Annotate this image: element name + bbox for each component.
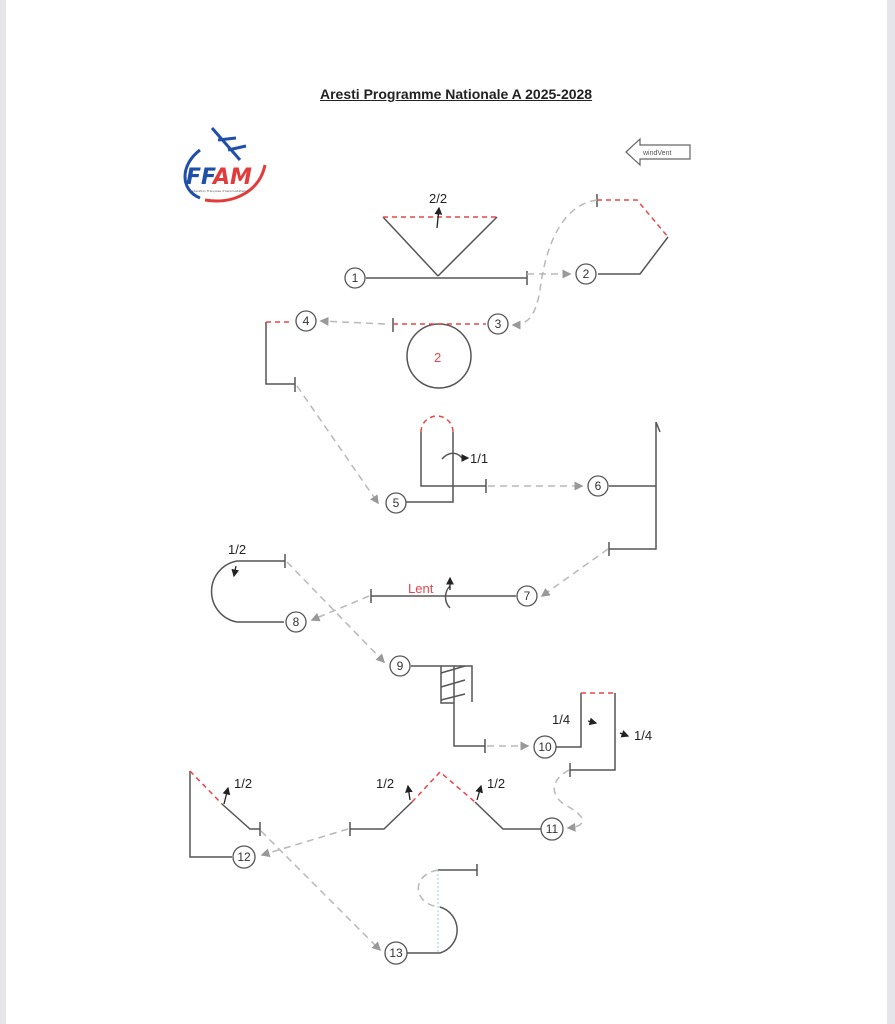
figure-11-number: 11 [546,822,559,836]
wind-indicator: windVent [625,137,691,167]
figure-1-marker [344,267,366,289]
figure-12-roll-label: 1/2 [234,776,252,791]
figure-9-number: 9 [397,659,404,673]
figure-9-marker [389,655,411,677]
figure-11-marker [540,817,564,841]
figure-7-marker [516,585,538,607]
figure-4-number: 4 [303,314,310,328]
figure-3-loop-count: 2 [434,350,441,365]
figure-10-roll-label-b: 1/4 [634,728,652,743]
figure-1-number: 1 [352,271,359,285]
glider-icon [210,127,247,161]
figure-4-marker [295,310,317,332]
figure-12-marker [232,845,256,869]
logo-subtitle: Fédération Française d'Aéromodélisme [190,189,248,193]
figure-10-number: 10 [538,740,552,754]
figure-8-marker [285,611,307,633]
figure-5-number: 5 [393,496,400,510]
figure-2-marker [575,263,597,285]
figure-12-number: 12 [237,850,251,864]
figure-5-marker [385,492,407,514]
figure-8-roll-label: 1/2 [228,542,246,557]
figure-7-number: 7 [524,589,531,603]
ffam-logo: FF AM Fédération Française d'Aéromodélis… [183,127,267,203]
page-title: Aresti Programme Nationale A 2025-2028 [320,86,593,102]
figure-13-marker [384,941,408,965]
figure-5-roll-label: 1/1 [470,451,488,466]
figure-1-roll-label: 2/2 [429,191,447,206]
figure-11-roll-label-a: 1/2 [376,776,394,791]
figure-2-number: 2 [583,267,590,281]
figure-10-roll-label-a: 1/4 [552,712,570,727]
figure-8-number: 8 [293,615,300,629]
figure-6-marker [587,475,609,497]
svg-text:windVent: windVent [642,150,671,157]
figure-11-roll-label-b: 1/2 [487,776,505,791]
logo-ff: FF [186,165,216,190]
page-edge-left [0,0,6,1024]
page-edge-right [887,0,895,1024]
logo-am: AM [211,165,252,190]
figure-3-marker [487,313,509,335]
figure-3-number: 3 [495,317,502,331]
figure-6-number: 6 [595,479,602,493]
figure-13-number: 13 [389,946,403,960]
figure-10-marker [533,735,557,759]
arrow-left-icon [625,137,691,167]
figure-7-slow-label: Lent [408,581,434,596]
